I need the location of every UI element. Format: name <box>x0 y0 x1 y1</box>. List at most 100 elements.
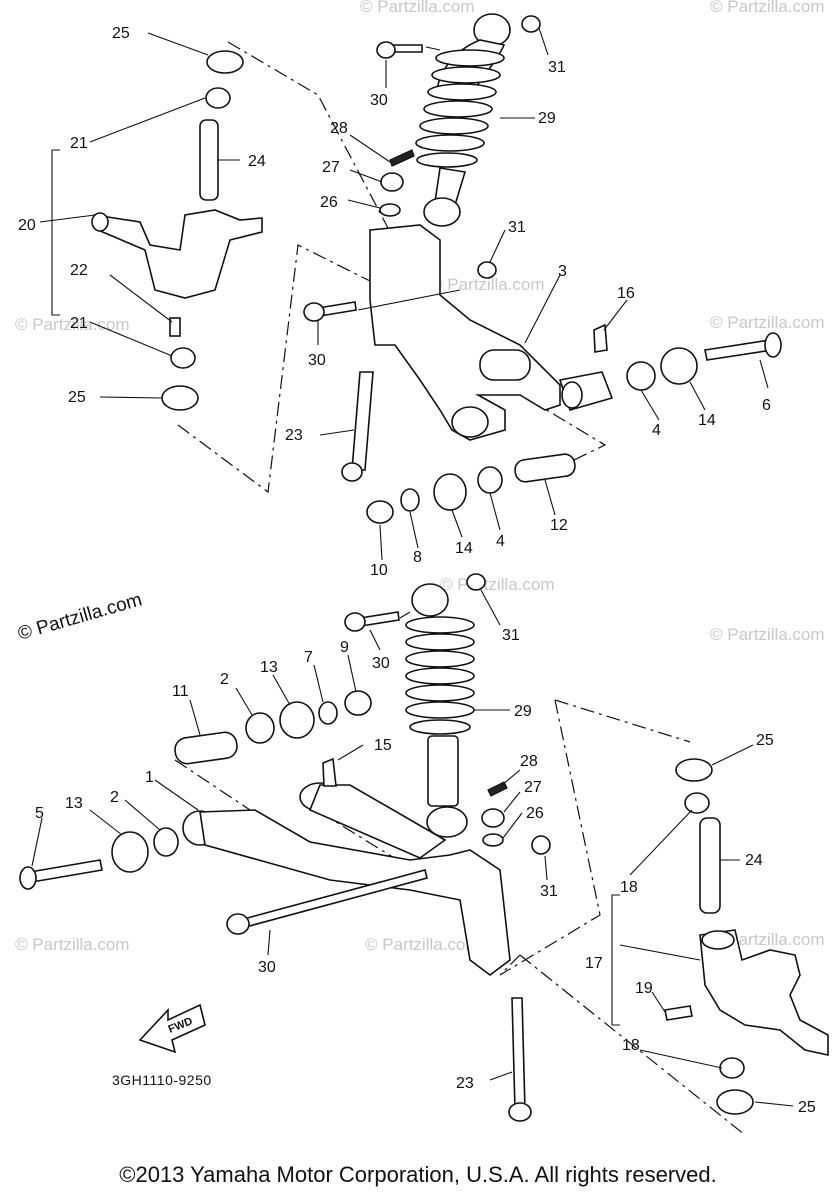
callout-25: 25 <box>798 1099 816 1116</box>
lower-arm-assembly <box>19 757 532 1122</box>
bolt-23-lower <box>511 997 526 1111</box>
collar-18-top <box>684 792 710 814</box>
watermark: © Partzilla.com <box>15 935 130 954</box>
upper-arm-3 <box>369 224 561 441</box>
bushing-4-a <box>626 361 656 391</box>
pin-24-upper <box>199 119 219 201</box>
callout-27: 27 <box>322 159 340 176</box>
collar-21-bottom <box>170 347 196 369</box>
callout-12: 12 <box>550 517 568 534</box>
nut-31-mid <box>477 261 497 279</box>
callout-8: 8 <box>413 549 422 566</box>
collar-11 <box>174 731 238 765</box>
nut-31-lower-top <box>466 573 486 591</box>
callout-5: 5 <box>35 805 44 822</box>
copyright-notice: ©2013 Yamaha Motor Corporation, U.S.A. A… <box>119 1162 717 1187</box>
bolt-6 <box>704 339 773 361</box>
callout-31: 31 <box>548 59 566 76</box>
drawing-code: 3GH1110-9250 <box>112 1072 212 1088</box>
lower-arm-1 <box>199 809 511 976</box>
nut-10 <box>366 500 394 524</box>
bushing-25-c <box>675 758 713 782</box>
watermark: © Partzilla.com <box>430 275 545 294</box>
callout-numbers: 25 21 24 20 22 21 25 30 31 29 28 27 26 3… <box>18 25 816 1116</box>
leader-lines <box>31 27 794 1107</box>
forward-arrow: FWD <box>138 1003 206 1054</box>
callout-4: 4 <box>496 533 505 550</box>
callout-27: 27 <box>524 779 542 796</box>
bolt-23-upper <box>351 371 374 471</box>
callout-11: 11 <box>172 683 189 700</box>
watermark: © Partzilla.com <box>15 315 130 334</box>
knuckle-17 <box>699 929 829 1056</box>
callout-14: 14 <box>455 540 473 557</box>
callout-25: 25 <box>756 732 774 749</box>
callout-21: 21 <box>70 315 88 332</box>
upper-shock-assembly <box>376 13 541 227</box>
knuckle-20 <box>93 209 263 299</box>
callout-30: 30 <box>258 959 276 976</box>
callout-20: 20 <box>18 217 36 234</box>
bushing-2-b <box>153 827 179 857</box>
bushing-4-b <box>477 466 503 494</box>
callout-25: 25 <box>112 25 130 42</box>
collar-12 <box>514 453 576 483</box>
grease-nipple-15 <box>322 757 337 787</box>
callout-23: 23 <box>456 1075 474 1092</box>
callout-29: 29 <box>538 110 556 127</box>
lower-knuckle-assembly <box>664 758 829 1115</box>
washer-26 <box>379 203 401 217</box>
seal-14-a <box>660 347 698 385</box>
bolt-30-lower-top <box>359 611 400 627</box>
callout-24: 24 <box>248 153 266 170</box>
nut-27 <box>380 172 404 192</box>
callout-29: 29 <box>514 703 532 720</box>
callout-31: 31 <box>502 627 520 644</box>
callout-9: 9 <box>340 639 349 656</box>
watermarks: © Partzilla.com © Partzilla.com © Partzi… <box>15 0 825 954</box>
callout-22: 22 <box>70 262 88 279</box>
callout-26: 26 <box>526 805 544 822</box>
callout-31: 31 <box>540 883 558 900</box>
callout-30: 30 <box>372 655 390 672</box>
collar-18-bottom <box>719 1057 745 1079</box>
callout-18: 18 <box>622 1037 640 1054</box>
callout-30: 30 <box>308 352 326 369</box>
callout-6: 6 <box>762 397 771 414</box>
callout-15: 15 <box>374 737 392 754</box>
nut-31-lower <box>531 835 551 855</box>
cotter-28-lower <box>487 781 508 797</box>
callout-13: 13 <box>65 795 83 812</box>
bushing-25-top <box>206 50 244 74</box>
callout-31: 31 <box>508 219 526 236</box>
collar-21-top <box>205 87 231 109</box>
bushing-25-d <box>716 1089 754 1115</box>
watermark: © Partzilla.com <box>440 575 555 594</box>
upper-arm-assembly <box>303 224 782 482</box>
callout-24: 24 <box>745 852 763 869</box>
callout-10: 10 <box>370 562 388 579</box>
washer-26-lower <box>482 833 504 847</box>
grease-nipple-19 <box>664 1005 693 1021</box>
watermark-main: © Partzilla.com <box>16 589 145 644</box>
callout-2: 2 <box>110 789 119 806</box>
callout-4: 4 <box>652 422 661 439</box>
callout-25: 25 <box>68 389 86 406</box>
grease-nipple-22 <box>169 317 181 337</box>
callout-28: 28 <box>520 753 538 770</box>
watermark: © Partzilla.com <box>710 625 825 644</box>
nut-31-top <box>521 15 541 33</box>
seal-14-b <box>433 473 467 511</box>
watermark: © Partzilla.com <box>710 0 825 16</box>
washer-7 <box>318 701 338 725</box>
pin-24-lower <box>699 817 721 914</box>
seal-13-b <box>111 831 149 873</box>
grease-nipple-16 <box>593 323 608 353</box>
callout-1: 1 <box>145 769 154 786</box>
callout-7: 7 <box>304 649 313 666</box>
callout-3: 3 <box>558 263 567 280</box>
cotter-28 <box>389 149 415 167</box>
watermark: © Partzilla.com <box>365 935 480 954</box>
upper-spring <box>415 49 505 168</box>
